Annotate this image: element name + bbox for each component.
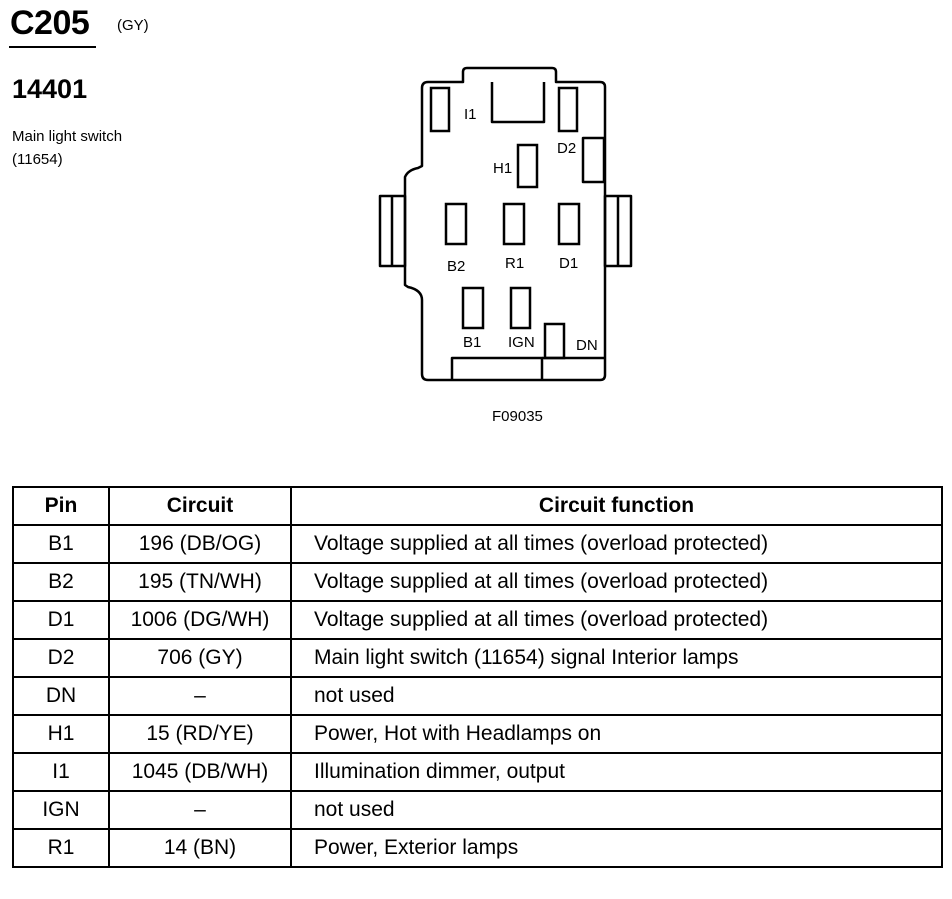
pin-label-r1: R1 [505, 255, 524, 272]
function-cell: Illumination dimmer, output [290, 752, 943, 792]
bottom-rail [450, 356, 544, 380]
circuit-cell: – [108, 676, 292, 716]
circuit-cell: 1006 (DG/WH) [108, 600, 292, 640]
function-cell: Voltage supplied at all times (overload … [290, 524, 943, 564]
top-latch-notch [490, 82, 546, 124]
terminal-dn [543, 322, 566, 360]
circuit-cell: 195 (TN/WH) [108, 562, 292, 602]
part-number: 14401 [12, 74, 88, 104]
pin-cell: I1 [12, 752, 110, 792]
component-name: Main light switch [12, 128, 123, 145]
terminal-d2 [557, 86, 579, 133]
function-cell: Voltage supplied at all times (overload … [290, 600, 943, 640]
function-cell: not used [290, 676, 943, 716]
pin-label-d2: D2 [557, 140, 576, 157]
function-cell: Main light switch (11654) signal Interio… [290, 638, 943, 678]
column-header-function: Circuit function [290, 486, 943, 526]
terminal-b2 [444, 202, 468, 246]
table-header-row: Pin Circuit Circuit function [12, 486, 943, 526]
pin-cell: IGN [12, 790, 110, 830]
terminal-d1 [557, 202, 581, 246]
pin-label-ign: IGN [508, 334, 535, 351]
terminal-r1 [502, 202, 526, 246]
pin-label-dn: DN [576, 337, 598, 354]
connector-face-diagram: I1 D2 H1 B2 R1 D1 B1 IGN DN [378, 66, 633, 382]
circuit-cell: 1045 (DB/WH) [108, 752, 292, 792]
connector-housing-outline [403, 66, 607, 382]
pin-label-d1: D1 [559, 255, 578, 272]
pin-cell: B1 [12, 524, 110, 564]
column-header-pin: Pin [12, 486, 110, 526]
table-row: DN–not used [12, 676, 943, 716]
pin-cell: D2 [12, 638, 110, 678]
component-number: (11654) [12, 151, 63, 168]
circuit-cell: 196 (DB/OG) [108, 524, 292, 564]
circuit-cell: – [108, 790, 292, 830]
right-upper-bump [581, 136, 606, 184]
connector-id: C205 [10, 4, 90, 42]
terminal-b1 [461, 286, 485, 330]
function-cell: Power, Exterior lamps [290, 828, 943, 868]
terminal-i1 [429, 86, 451, 133]
connector-color: (GY) [117, 17, 149, 34]
function-cell: Power, Hot with Headlamps on [290, 714, 943, 754]
pin-cell: H1 [12, 714, 110, 754]
pin-label-b2: B2 [447, 258, 465, 275]
circuit-cell: 14 (BN) [108, 828, 292, 868]
connector-id-underline [9, 46, 96, 48]
terminal-ign [509, 286, 532, 330]
column-header-circuit: Circuit [108, 486, 292, 526]
pin-label-b1: B1 [463, 334, 481, 351]
pin-cell: D1 [12, 600, 110, 640]
function-cell: not used [290, 790, 943, 830]
pin-cell: DN [12, 676, 110, 716]
function-cell: Voltage supplied at all times (overload … [290, 562, 943, 602]
pin-cell: R1 [12, 828, 110, 868]
pin-label-h1: H1 [493, 160, 512, 177]
circuit-cell: 706 (GY) [108, 638, 292, 678]
circuit-cell: 15 (RD/YE) [108, 714, 292, 754]
figure-id: F09035 [492, 408, 543, 425]
terminal-h1 [516, 143, 539, 189]
pin-label-i1: I1 [464, 106, 477, 123]
pin-cell: B2 [12, 562, 110, 602]
table-row: IGN–not used [12, 790, 943, 830]
